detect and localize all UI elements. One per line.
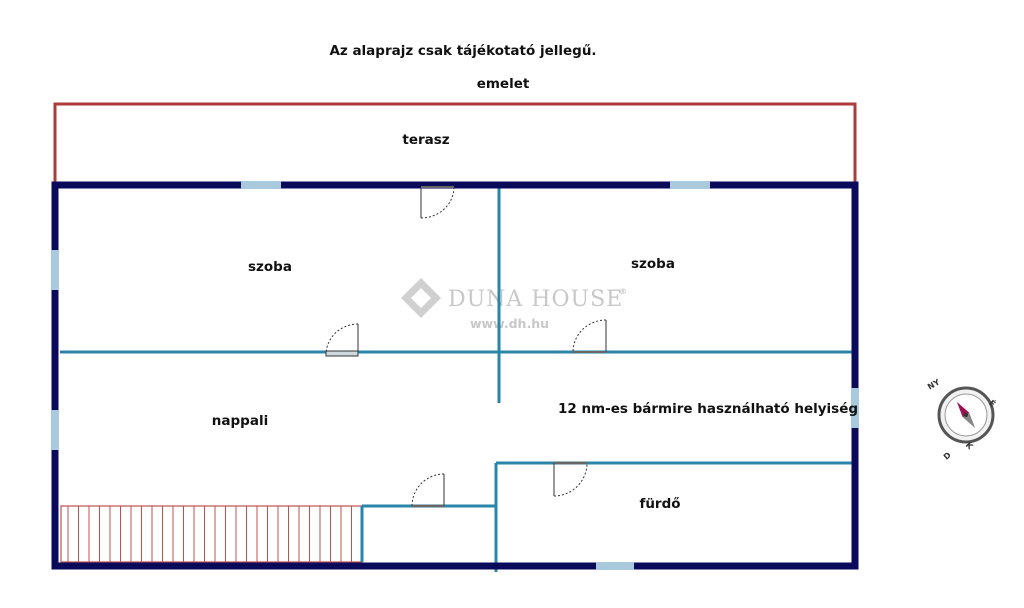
compass-west: D [942,450,953,461]
door-left-room [325,323,359,357]
compass-icon: NY É K D [926,377,998,461]
windows [51,181,859,570]
watermark-url: www.dh.hu [470,316,549,331]
watermark: DUNA HOUSE ® www.dh.hu [401,278,627,331]
door-lower [411,473,445,508]
door-right-room [572,319,607,353]
terrace-outline [53,102,857,185]
watermark-brand: DUNA HOUSE [448,287,623,312]
room-label-multi: 12 nm-es bármire használható helyiség [558,401,858,417]
floor-label: emelet [477,76,530,92]
outer-walls [51,181,859,570]
room-label-bath: fürdő [639,496,680,512]
room-label-room-right: szoba [631,256,675,272]
door-top [420,186,455,219]
room-label-terrace: terasz [402,132,449,148]
watermark-registered: ® [619,287,627,296]
room-label-living: nappali [212,413,268,429]
room-label-room-left: szoba [248,259,292,275]
disclaimer-title: Az alaprajz csak tájékotató jellegű. [329,43,596,59]
doors [325,186,607,508]
compass-south: K [964,440,975,451]
compass-north: NY [926,377,941,391]
compass-east: É [987,397,998,409]
stairs [60,505,363,563]
door-bath [553,461,588,497]
inner-walls [60,188,852,572]
